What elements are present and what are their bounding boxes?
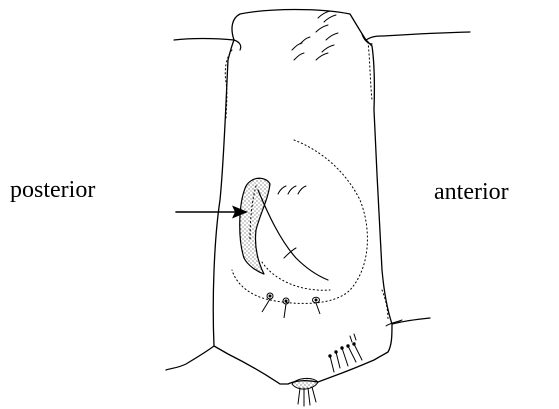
bottom-stippled-patch	[292, 378, 318, 389]
segment-outline	[213, 10, 392, 385]
segment-joint-notch-left	[234, 40, 241, 50]
posterior-label: posterior	[10, 178, 95, 202]
setae-middle	[278, 186, 306, 258]
setae-bottom-right	[329, 334, 362, 372]
setae-top	[292, 11, 338, 60]
anterior-label: anterior	[434, 180, 509, 204]
inner-fold-line	[258, 190, 328, 280]
adjacent-segment-top-right	[366, 32, 470, 40]
dotted-seam-right	[368, 42, 372, 100]
socketed-setae	[262, 293, 320, 318]
adjacent-segment-top-left	[174, 39, 234, 41]
adjacent-segment-bottom-left	[166, 346, 214, 370]
stippled-sclerite	[240, 178, 270, 274]
segment-joint-notch-bottom-right	[386, 320, 402, 326]
setae-bottom-tip	[298, 387, 316, 406]
